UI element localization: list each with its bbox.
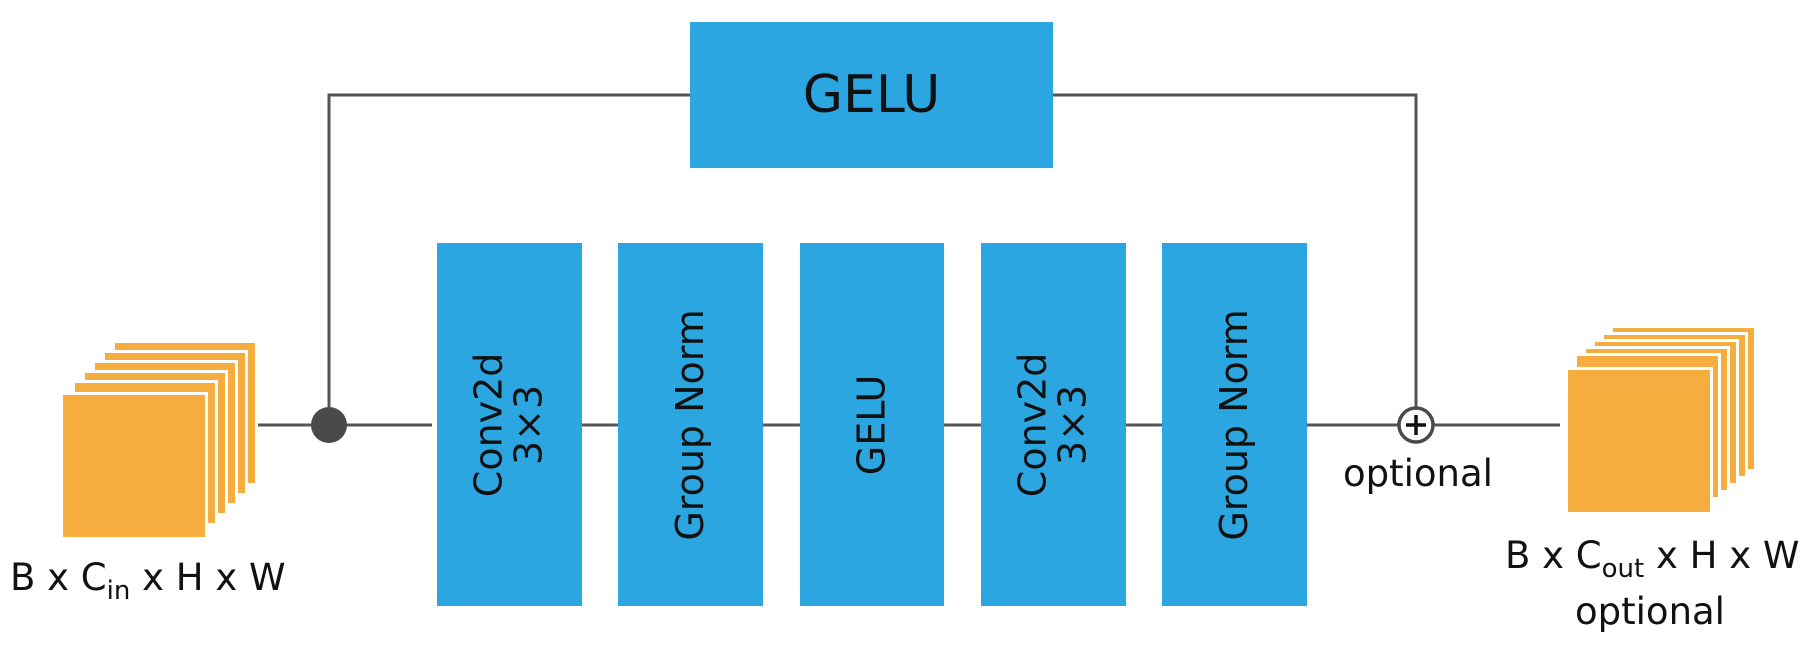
group-norm-block-1-label: Group Norm xyxy=(667,308,712,541)
plus-icon xyxy=(1406,415,1426,435)
gelu-block-label: GELU xyxy=(849,374,894,475)
group-norm-block-2-label: Group Norm xyxy=(1211,308,1256,541)
add-optional-label: optional xyxy=(1343,452,1493,495)
group-norm-block-2: Group Norm xyxy=(1162,243,1307,606)
gelu-skip-label: GELU xyxy=(802,65,941,125)
group-norm-block-1: Group Norm xyxy=(618,243,763,606)
gelu-block: GELU xyxy=(800,243,944,606)
gelu-skip-block: GELU xyxy=(690,22,1053,168)
input-tensor-sheet xyxy=(60,392,208,540)
wire-skip-right xyxy=(1053,93,1418,407)
input-shape-label: B x Cin x H x W xyxy=(10,556,286,606)
output-tensor-sheet xyxy=(1565,367,1713,515)
split-node xyxy=(311,407,347,443)
output-shape-label: B x Cout x H x W xyxy=(1505,534,1800,584)
wire-skip-left xyxy=(327,93,690,425)
output-tensor-stack xyxy=(1565,325,1765,515)
input-tensor-stack xyxy=(60,340,260,540)
output-optional-label: optional xyxy=(1575,590,1725,633)
